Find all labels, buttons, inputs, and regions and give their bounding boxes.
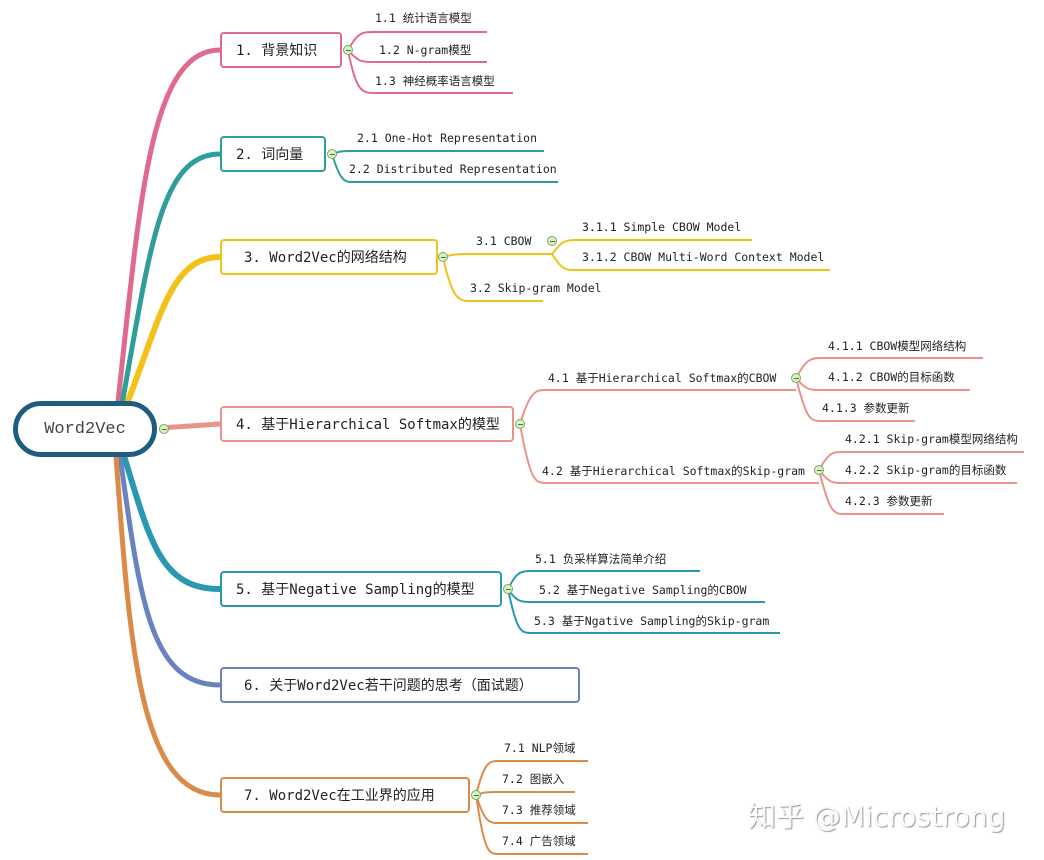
subtopic-3-1-2[interactable]: 3.1.2 CBOW Multi-Word Context Model xyxy=(582,250,825,264)
topic-node-5[interactable]: 5. 基于Negative Sampling的模型 xyxy=(220,571,502,607)
topic-node-1[interactable]: 1. 背景知识 xyxy=(220,32,342,68)
subtopic-4-2-2[interactable]: 4.2.2 Skip-gram的目标函数 xyxy=(845,463,1007,477)
subtopic-3-1-1[interactable]: 3.1.1 Simple CBOW Model xyxy=(582,220,742,234)
topic-node-3[interactable]: 3. Word2Vec的网络结构 xyxy=(220,239,438,275)
collapse-toggle-topic-3[interactable] xyxy=(438,252,448,262)
subtopic-4-2[interactable]: 4.2 基于Hierarchical Softmax的Skip-gram xyxy=(542,464,805,478)
topic-label: 2. 词向量 xyxy=(236,147,304,163)
subtopic-1-1[interactable]: 1.1 统计语言模型 xyxy=(375,11,472,25)
watermark: 知乎 @Microstrong xyxy=(748,800,1006,833)
topic-node-7[interactable]: 7. Word2Vec在工业界的应用 xyxy=(220,777,470,813)
collapse-toggle-topic-2[interactable] xyxy=(327,149,337,159)
subtopic-4-1-2[interactable]: 4.1.2 CBOW的目标函数 xyxy=(828,370,955,384)
topic-label: 5. 基于Negative Sampling的模型 xyxy=(236,582,475,598)
topic-node-6[interactable]: 6. 关于Word2Vec若干问题的思考（面试题） xyxy=(220,667,580,703)
topic-label: 1. 背景知识 xyxy=(236,43,318,59)
subtopic-4-2-1[interactable]: 4.2.1 Skip-gram模型网络结构 xyxy=(845,432,1018,446)
subtopic-5-2[interactable]: 5.2 基于Negative Sampling的CBOW xyxy=(539,583,747,597)
collapse-toggle-topic-4[interactable] xyxy=(515,419,525,429)
subtopic-1-2[interactable]: 1.2 N-gram模型 xyxy=(379,43,472,57)
subtopic-1-3[interactable]: 1.3 神经概率语言模型 xyxy=(375,74,495,88)
subtopic-4-1-1[interactable]: 4.1.1 CBOW模型网络结构 xyxy=(828,339,967,353)
subtopic-4-1[interactable]: 4.1 基于Hierarchical Softmax的CBOW xyxy=(548,371,777,385)
collapse-toggle-topic-7[interactable] xyxy=(471,790,481,800)
subtopic-5-1[interactable]: 5.1 负采样算法简单介绍 xyxy=(535,552,667,566)
subtopic-3-2[interactable]: 3.2 Skip-gram Model xyxy=(470,281,602,295)
root-node[interactable]: Word2Vec xyxy=(13,401,157,457)
subtopic-7-4[interactable]: 7.4 广告领域 xyxy=(502,834,576,848)
subtopic-2-1[interactable]: 2.1 One-Hot Representation xyxy=(357,131,538,145)
collapse-toggle-topic-5[interactable] xyxy=(503,584,513,594)
topic-node-4[interactable]: 4. 基于Hierarchical Softmax的模型 xyxy=(220,406,514,442)
subtopic-7-1[interactable]: 7.1 NLP领域 xyxy=(504,741,576,755)
topic-label: 7. Word2Vec在工业界的应用 xyxy=(244,788,435,804)
subtopic-7-2[interactable]: 7.2 图嵌入 xyxy=(502,772,565,786)
topic-node-2[interactable]: 2. 词向量 xyxy=(220,136,326,172)
topic-label: 6. 关于Word2Vec若干问题的思考（面试题） xyxy=(244,678,533,694)
collapse-toggle-root[interactable] xyxy=(159,424,169,434)
subtopic-4-1-3[interactable]: 4.1.3 参数更新 xyxy=(822,401,910,415)
root-label: Word2Vec xyxy=(44,419,126,439)
collapse-toggle-subtopic-4-1[interactable] xyxy=(791,373,801,383)
topic-label: 3. Word2Vec的网络结构 xyxy=(244,250,407,266)
subtopic-5-3[interactable]: 5.3 基于Ngative Sampling的Skip-gram xyxy=(534,614,770,628)
subtopic-2-2[interactable]: 2.2 Distributed Representation xyxy=(349,162,557,176)
subtopic-3-1[interactable]: 3.1 CBOW xyxy=(476,234,532,248)
collapse-toggle-topic-1[interactable] xyxy=(343,45,353,55)
subtopic-4-2-3[interactable]: 4.2.3 参数更新 xyxy=(845,494,933,508)
subtopic-7-3[interactable]: 7.3 推荐领域 xyxy=(502,803,576,817)
topic-label: 4. 基于Hierarchical Softmax的模型 xyxy=(236,417,500,433)
collapse-toggle-subtopic-4-2[interactable] xyxy=(814,465,824,475)
collapse-toggle-subtopic-3-1[interactable] xyxy=(547,236,557,246)
